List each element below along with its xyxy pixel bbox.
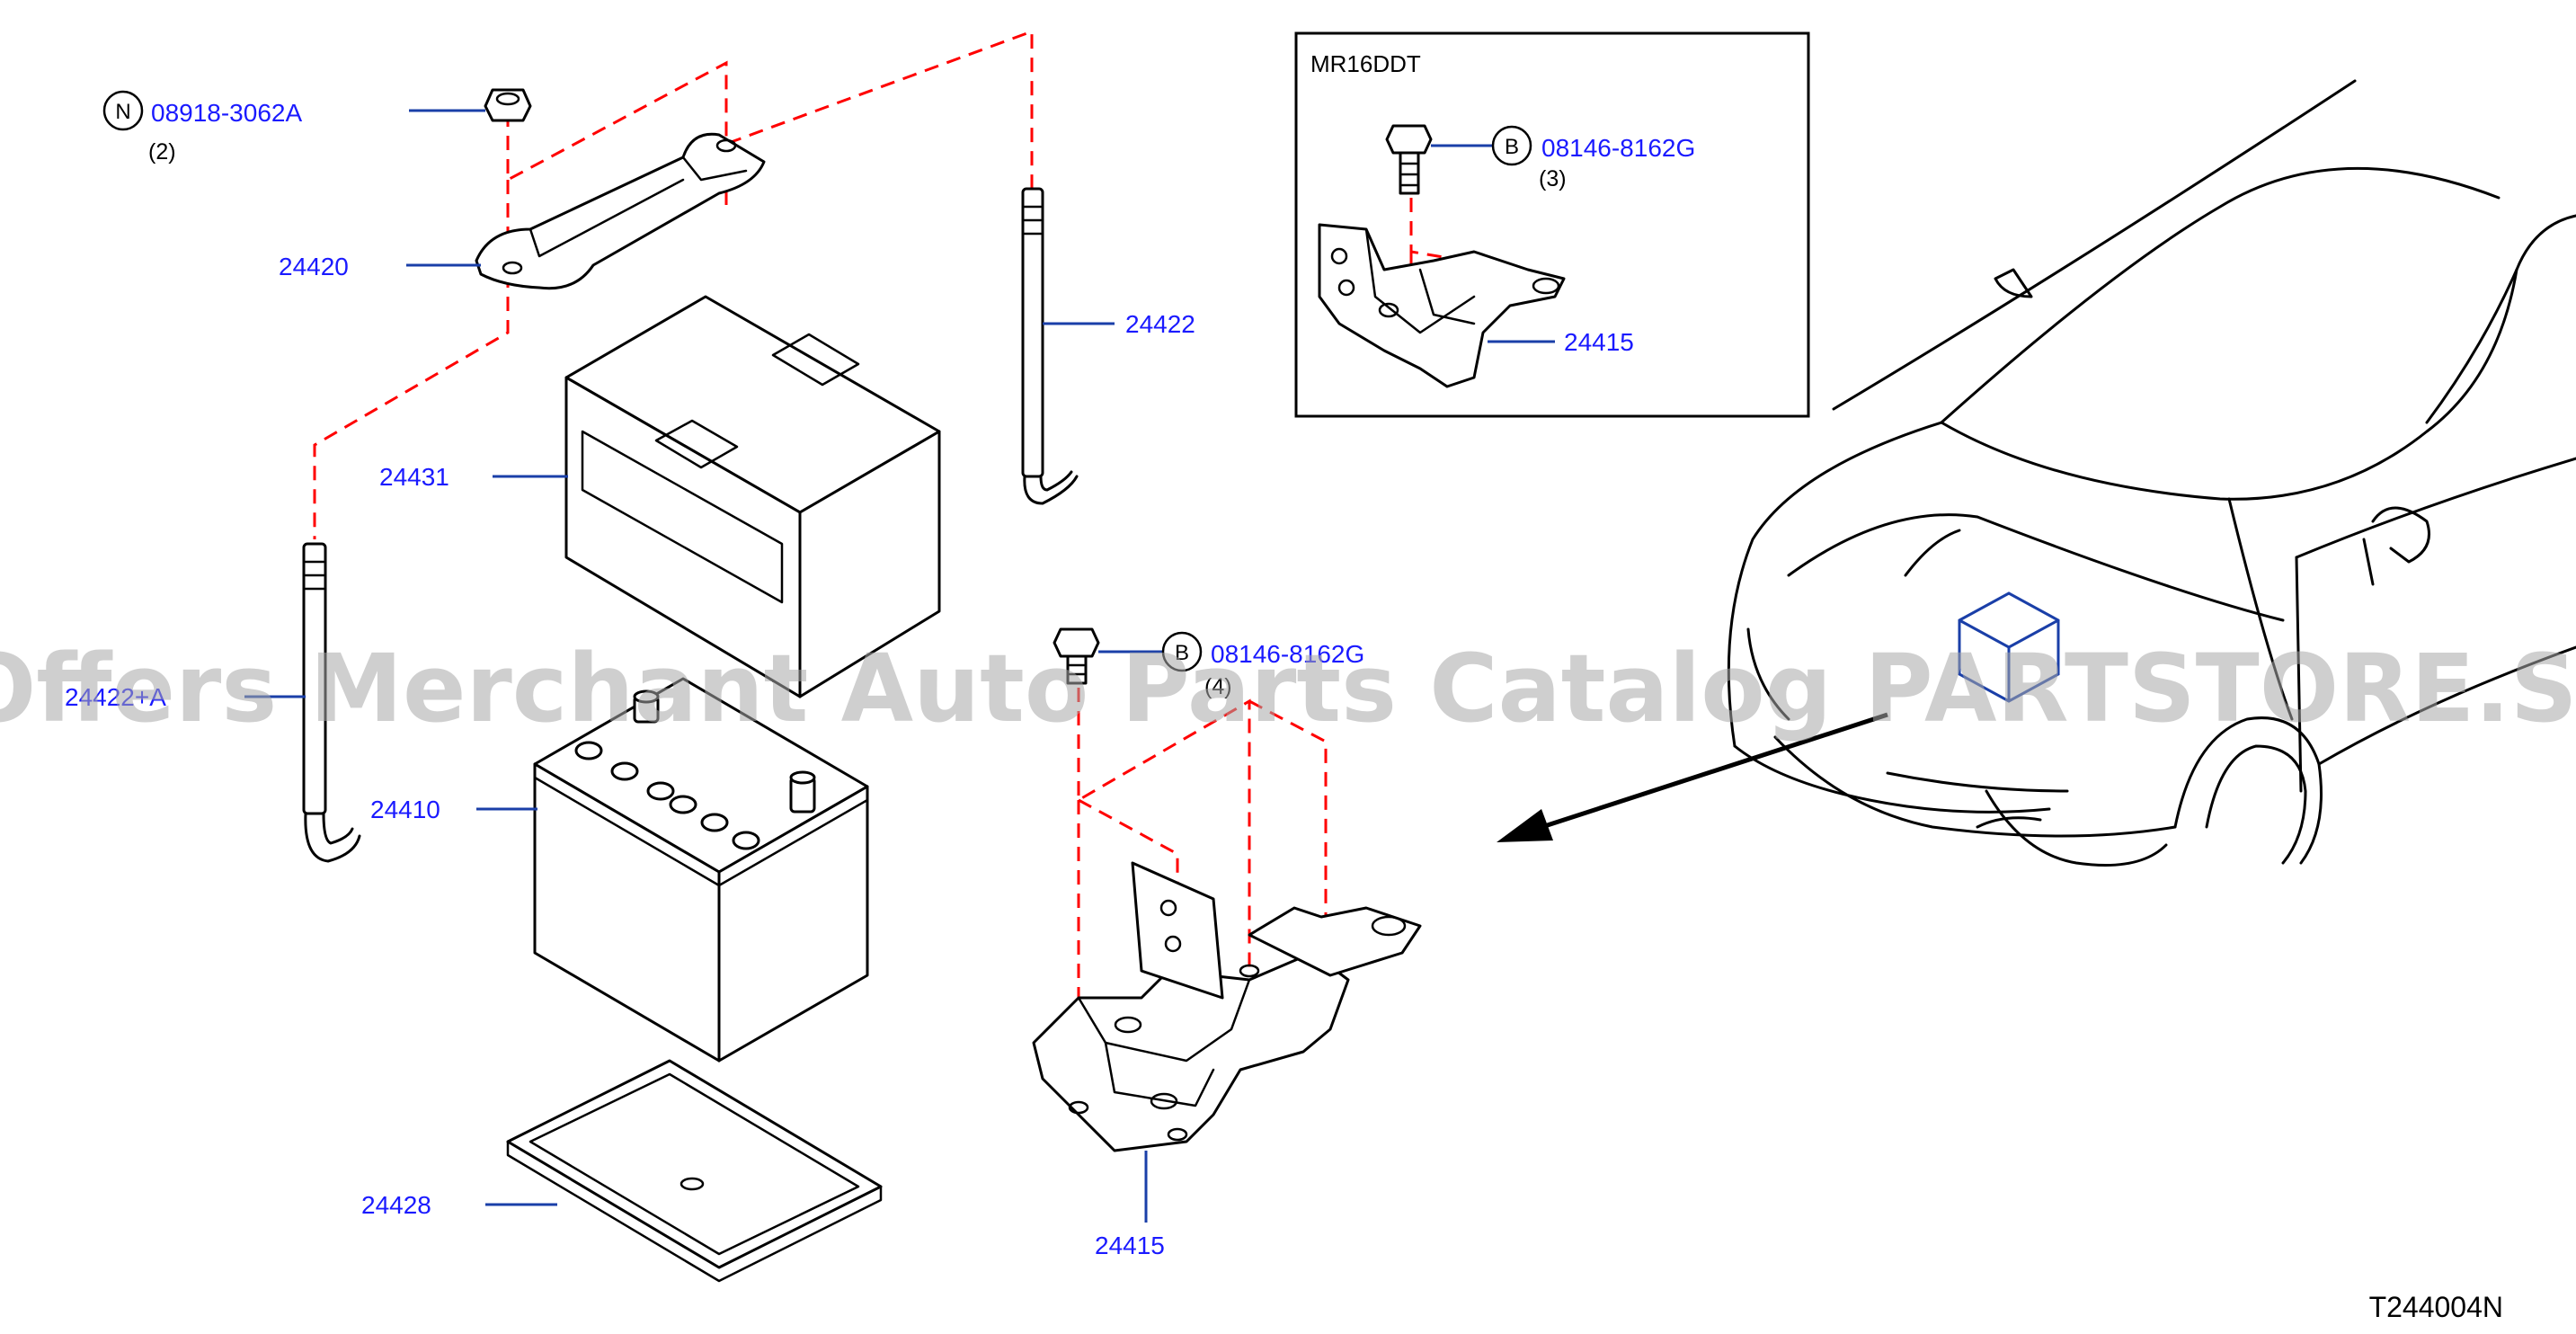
hold-down-bracket	[475, 132, 766, 290]
inset-bolt-badge: B	[1491, 125, 1532, 166]
battery	[533, 677, 869, 1063]
battery-cell-caps	[574, 741, 760, 850]
label-inset-bolt-qty: (3)	[1539, 166, 1567, 191]
bolt-badge-letter: B	[1175, 641, 1189, 665]
label-inset-bolt-part[interactable]: 08146-8162G	[1541, 134, 1695, 162]
battery-support-bracket	[1032, 861, 1422, 1152]
leader-lines	[244, 109, 1555, 1223]
battery-cover	[564, 295, 941, 698]
battery-location-marker	[1958, 591, 2060, 703]
label-support-bracket[interactable]: 24415	[1095, 1232, 1165, 1259]
label-tray[interactable]: 24428	[361, 1191, 431, 1219]
hook-rod-right	[1021, 187, 1079, 505]
diagram-ref-code: T244004N	[2369, 1291, 2503, 1323]
bolt-badge: B	[1161, 631, 1203, 672]
label-rod-right[interactable]: 24422	[1125, 310, 1195, 338]
location-arrow	[1497, 712, 1888, 842]
label-battery[interactable]: 24410	[370, 796, 440, 823]
inset-bolt-badge-letter: B	[1505, 135, 1519, 159]
battery-tray	[506, 1059, 883, 1283]
engine-variant-inset: MR16DDT	[1294, 31, 1810, 418]
label-nut-part[interactable]: 08918-3062A	[151, 99, 302, 127]
flange-bolt-inset	[1385, 124, 1433, 195]
hook-rod-left	[302, 542, 361, 863]
label-nut-qty: (2)	[148, 139, 176, 165]
label-inset-bracket[interactable]: 24415	[1564, 328, 1634, 356]
label-rod-left[interactable]: 24422+A	[65, 683, 166, 711]
flange-bolt-main	[1053, 627, 1100, 685]
vehicle-outline	[1727, 79, 2576, 867]
label-bracket-top[interactable]: 24420	[279, 253, 349, 280]
inset-support-bracket	[1318, 223, 1566, 388]
label-bolt-qty: (4)	[1204, 674, 1232, 699]
label-battery-cover[interactable]: 24431	[379, 463, 449, 491]
hex-nut	[484, 88, 532, 122]
nut-badge-letter: N	[115, 100, 130, 124]
battery-terminals	[633, 689, 816, 814]
nut-badge: N	[102, 90, 144, 131]
watermark-text: Offers Merchant Auto Parts Catalog PARTS…	[0, 634, 2576, 743]
inset-title: MR16DDT	[1310, 50, 1421, 77]
label-bolt-part[interactable]: 08146-8162G	[1211, 640, 1364, 668]
